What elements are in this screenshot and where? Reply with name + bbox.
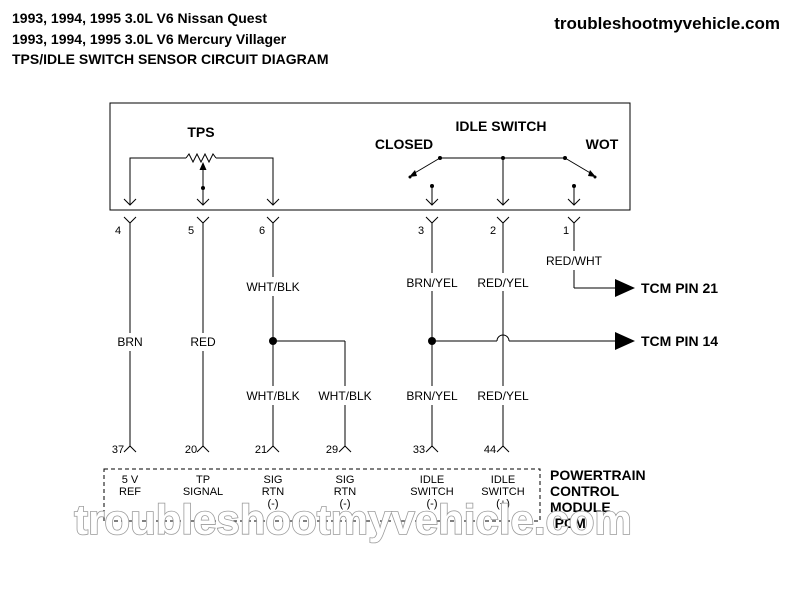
wire-label-red-wht: RED/WHT (546, 254, 603, 268)
idle-switch-symbol (408, 156, 597, 205)
connector-pin-4: 4 (115, 225, 121, 237)
title-line-3: TPS/IDLE SWITCH SENSOR CIRCUIT DIAGRAM (12, 51, 329, 67)
pcm-terminal-label-line: SIGNAL (183, 486, 223, 498)
pcm-terminal-label-line: TP (196, 474, 210, 486)
pcm-pin-33: 33 (413, 444, 425, 456)
pcm-terminal-label-line: SWITCH (410, 486, 453, 498)
wire-label-brn-yel-upper: BRN/YEL (406, 276, 458, 290)
tps-potentiometer (129, 152, 274, 205)
pcm-label-line: CONTROL (550, 483, 620, 499)
pcm-terminal-sig-rtn-21: SIG RTN (-) (262, 474, 284, 510)
pcm-terminal-label-line: REF (119, 486, 141, 498)
pcm-terminal-idle-switch-neg: IDLE SWITCH (-) (410, 474, 453, 510)
tcm-pin-21-label: TCM PIN 21 (641, 280, 718, 296)
pcm-terminal-5v-ref: 5 V REF (119, 474, 141, 498)
pcm-label: POWERTRAIN CONTROL MODULE (PCM) (550, 467, 646, 531)
pcm-label-line: MODULE (550, 499, 611, 515)
pcm-label-line: (PCM) (550, 515, 590, 531)
pcm-terminal-label-line: 5 V (122, 474, 139, 486)
wire-label-red: RED (190, 335, 216, 349)
wire-label-red-yel-lower: RED/YEL (477, 389, 529, 403)
connector-pin-2: 2 (490, 225, 496, 237)
pcm-terminal-label-line: RTN (262, 486, 284, 498)
pcm-pin-44: 44 (484, 444, 496, 456)
wires (129, 223, 618, 447)
pcm-terminal-label-line: (-) (427, 498, 438, 510)
wire-label-brn-yel-lower: BRN/YEL (406, 389, 458, 403)
idle-switch-label: IDLE SWITCH (456, 118, 547, 134)
wire-label-wht-blk-lower-a: WHT/BLK (246, 389, 299, 403)
upper-connectors (123, 198, 581, 224)
closed-label: CLOSED (375, 136, 433, 152)
pcm-box (103, 468, 541, 522)
connector-pin-1: 1 (563, 225, 569, 237)
pcm-terminal-label-line: SIG (264, 474, 283, 486)
tps-label: TPS (187, 124, 214, 140)
pcm-pin-20: 20 (185, 444, 197, 456)
site-name: troubleshootmyvehicle.com (554, 14, 780, 33)
pcm-terminal-label-line: SIG (336, 474, 355, 486)
pcm-terminal-label-line: SWITCH (481, 486, 524, 498)
connector-pin-5: 5 (188, 225, 194, 237)
tcm-pin-14-label: TCM PIN 14 (641, 333, 718, 349)
pcm-terminal-sig-rtn-29: SIG RTN (-) (334, 474, 356, 510)
wire-label-red-yel-upper: RED/YEL (477, 276, 529, 290)
tcm-pin-21-arrow-icon (615, 279, 635, 297)
title-line-2: 1993, 1994, 1995 3.0L V6 Mercury Village… (12, 31, 287, 47)
pcm-terminal-label-line: (-) (268, 498, 279, 510)
wire-label-wht-blk-upper: WHT/BLK (246, 280, 299, 294)
connector-pin-6: 6 (259, 225, 265, 237)
pcm-label-line: POWERTRAIN (550, 467, 646, 483)
pcm-pin-21: 21 (255, 444, 267, 456)
pcm-terminal-label-line: IDLE (491, 474, 515, 486)
pcm-terminal-tp-signal: TP SIGNAL (183, 474, 223, 498)
connector-pin-3: 3 (418, 225, 424, 237)
wire-label-wht-blk-lower-b: WHT/BLK (318, 389, 371, 403)
tcm-pin-14-arrow-icon (615, 332, 635, 350)
watermark: troubleshootmyvehicle.com (74, 496, 632, 543)
sensor-box (109, 102, 631, 211)
pcm-connectors (123, 445, 510, 453)
wire-label-brn: BRN (117, 335, 142, 349)
pcm-terminal-idle-switch-pos: IDLE SWITCH (+) (481, 474, 524, 510)
title-line-1: 1993, 1994, 1995 3.0L V6 Nissan Quest (12, 10, 267, 26)
pcm-pin-37: 37 (112, 444, 124, 456)
pcm-terminal-label-line: RTN (334, 486, 356, 498)
pcm-pin-29: 29 (326, 444, 338, 456)
pcm-terminal-label-line: IDLE (420, 474, 444, 486)
wot-label: WOT (586, 136, 619, 152)
pcm-terminal-label-line: (+) (496, 498, 510, 510)
pcm-terminal-label-line: (-) (340, 498, 351, 510)
